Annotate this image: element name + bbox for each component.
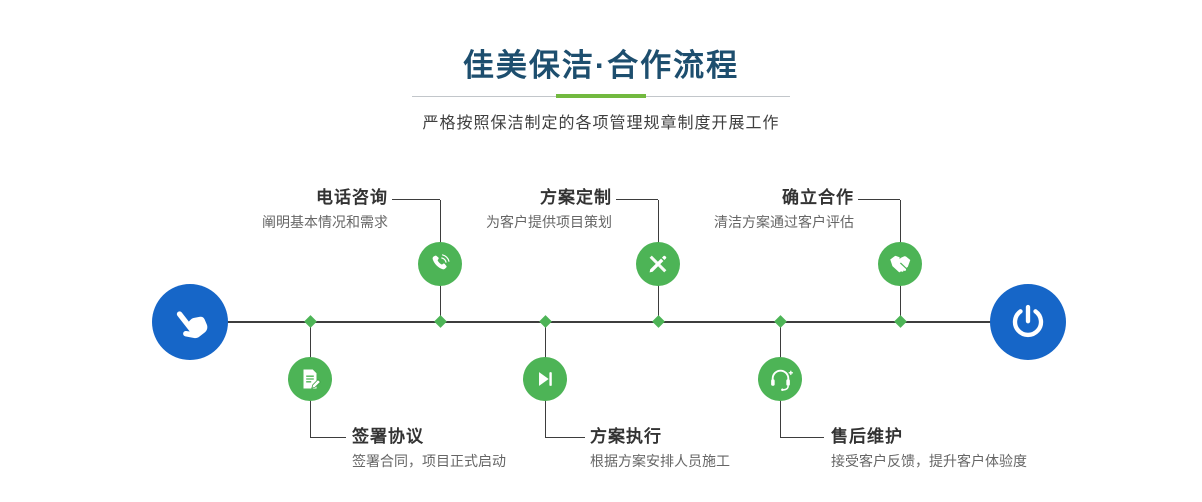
timeline-diamond bbox=[434, 315, 447, 328]
step-label-after-sales: 售后维护 接受客户反馈，提升客户体验度 bbox=[831, 425, 1061, 471]
step-desc: 清洁方案通过客户评估 bbox=[714, 214, 854, 230]
timeline-diamond bbox=[774, 315, 787, 328]
divider-green-bar bbox=[556, 94, 646, 98]
step-desc: 阐明基本情况和需求 bbox=[262, 214, 388, 230]
timeline-diamond bbox=[304, 315, 317, 328]
step-label-establish-cooperation: 确立合作 清洁方案通过客户评估 bbox=[694, 186, 854, 232]
step-label-plan-execute: 方案执行 根据方案安排人员施工 bbox=[590, 425, 820, 471]
step-desc: 为客户提供项目策划 bbox=[486, 214, 612, 230]
step-desc: 接受客户反馈，提升客户体验度 bbox=[831, 453, 1027, 469]
timeline-end-node bbox=[990, 284, 1066, 360]
connector-line bbox=[858, 199, 900, 200]
page-title: 佳美保洁·合作流程 bbox=[462, 48, 740, 83]
power-icon bbox=[1008, 302, 1048, 342]
step-desc: 签署合同，项目正式启动 bbox=[352, 453, 506, 469]
step-node-plan-customize bbox=[636, 242, 680, 286]
step-label-plan-customize: 方案定制 为客户提供项目策划 bbox=[452, 186, 612, 232]
design-pen-icon bbox=[646, 252, 670, 276]
step-title: 确立合作 bbox=[782, 188, 854, 207]
step-title: 售后维护 bbox=[831, 427, 903, 446]
timeline-diamond bbox=[894, 315, 907, 328]
connector-line bbox=[616, 199, 658, 200]
step-label-sign-agreement: 签署协议 签署合同，项目正式启动 bbox=[352, 425, 582, 471]
timeline-line bbox=[190, 321, 1028, 323]
headset-icon bbox=[768, 367, 793, 392]
step-title: 电话咨询 bbox=[316, 188, 388, 207]
step-desc: 根据方案安排人员施工 bbox=[590, 453, 730, 469]
hand-pointer-icon bbox=[162, 294, 218, 350]
step-label-phone-consult: 电话咨询 阐明基本情况和需求 bbox=[228, 186, 388, 232]
connector-line bbox=[310, 437, 346, 438]
step-node-after-sales bbox=[758, 357, 802, 401]
page-subtitle: 严格按照保洁制定的各项管理规章制度开展工作 bbox=[422, 115, 780, 132]
step-title: 签署协议 bbox=[352, 427, 424, 446]
step-title: 方案定制 bbox=[540, 188, 612, 207]
timeline-diamond bbox=[539, 315, 552, 328]
connector-line bbox=[780, 437, 824, 438]
step-node-phone-consult bbox=[418, 242, 462, 286]
step-node-establish-cooperation bbox=[878, 242, 922, 286]
title-divider bbox=[412, 94, 790, 98]
step-node-sign-agreement bbox=[288, 357, 332, 401]
connector-line bbox=[392, 199, 440, 200]
contract-icon bbox=[298, 367, 322, 391]
timeline-diamond bbox=[652, 315, 665, 328]
step-node-plan-execute bbox=[523, 357, 567, 401]
play-next-icon bbox=[534, 368, 556, 390]
handshake-icon bbox=[887, 251, 913, 277]
connector-line bbox=[545, 437, 585, 438]
phone-icon bbox=[428, 252, 452, 276]
step-title: 方案执行 bbox=[590, 427, 662, 446]
timeline-start-node bbox=[152, 284, 228, 360]
